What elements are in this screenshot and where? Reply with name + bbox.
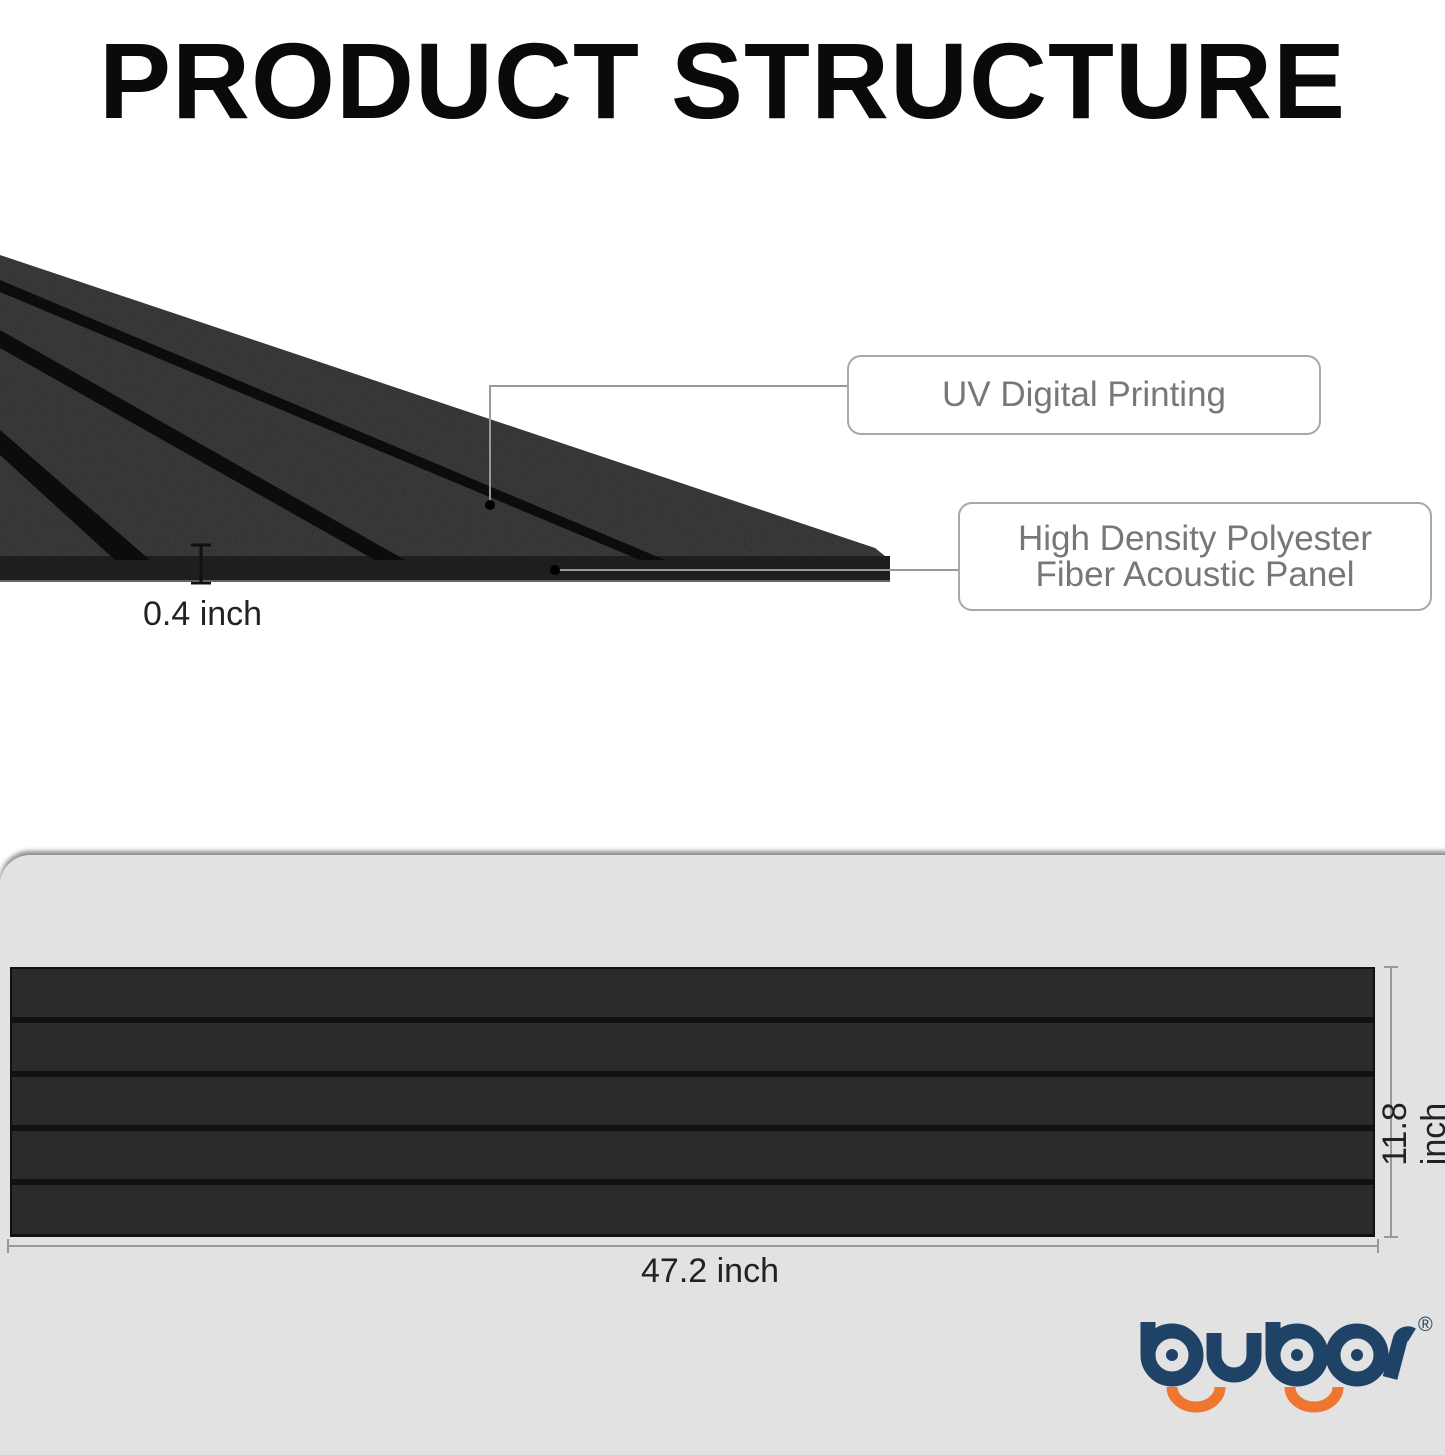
panel-cross-section — [0, 255, 958, 585]
fiber-panel-callout: High Density Polyester Fiber Acoustic Pa… — [958, 502, 1432, 611]
uv-printing-label: UV Digital Printing — [942, 375, 1226, 414]
front-view-area — [0, 855, 1445, 1455]
uv-printing-callout: UV Digital Printing — [847, 355, 1321, 435]
thickness-label: 0.4 inch — [143, 595, 263, 633]
fiber-label-line2: Fiber Acoustic Panel — [1035, 554, 1355, 594]
registered-mark: ® — [1418, 1314, 1433, 1336]
width-label: 47.2 inch — [641, 1252, 779, 1290]
uv-leader-line — [489, 385, 848, 505]
thickness-marker — [191, 543, 211, 585]
fiber-label-line1: High Density Polyester — [1017, 518, 1373, 558]
groove — [0, 280, 665, 560]
groove — [0, 330, 405, 560]
groove — [0, 430, 150, 560]
height-label: 11.8 inch — [1376, 1102, 1445, 1166]
page-title: PRODUCT STRUCTURE — [99, 20, 1346, 141]
